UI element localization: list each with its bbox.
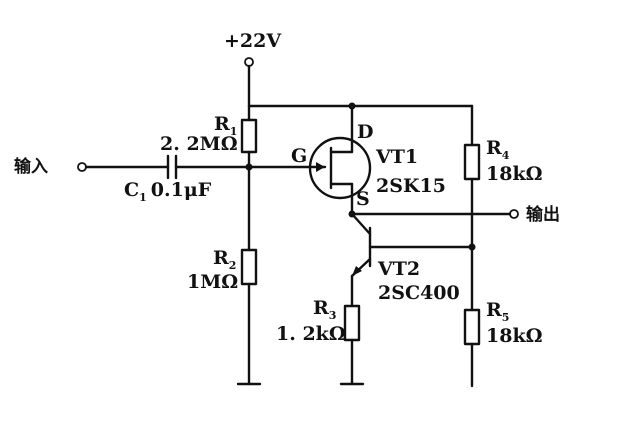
r2-value: 1MΩ xyxy=(187,271,238,293)
r5-resistor xyxy=(463,245,481,388)
r4-label: R4 xyxy=(486,137,510,162)
supply-terminal xyxy=(244,57,254,108)
r3-resistor xyxy=(339,304,365,386)
r1-value: 2. 2MΩ xyxy=(160,133,238,155)
r2-resistor xyxy=(236,165,262,386)
vt2-transistor xyxy=(350,212,474,308)
vt2-part: 2SC400 xyxy=(378,282,460,304)
r3-value: 1. 2kΩ xyxy=(276,323,346,345)
vt1-name: VT1 xyxy=(375,146,418,168)
vt1-jfet xyxy=(247,104,372,216)
r5-label: R5 xyxy=(486,299,509,324)
r5-value: 18kΩ xyxy=(486,325,543,347)
r2-label: R2 xyxy=(213,247,236,272)
vt1-drain-label: D xyxy=(357,121,373,143)
output-label: 输出 xyxy=(526,204,560,225)
r3-label: R3 xyxy=(313,297,336,322)
drain-node xyxy=(348,102,356,110)
c1-capacitor xyxy=(166,154,251,180)
r1-resistor xyxy=(240,104,258,172)
r1-label: R1 xyxy=(214,113,237,138)
vt1-source-label: S xyxy=(356,188,370,210)
r4-value: 18kΩ xyxy=(486,163,543,185)
input-terminal xyxy=(77,162,170,172)
r4-resistor xyxy=(463,104,481,249)
supply-label: +22V xyxy=(224,30,282,52)
vt2-name: VT2 xyxy=(377,258,420,280)
output-terminal xyxy=(509,209,519,219)
vt1-part: 2SK15 xyxy=(376,175,446,197)
vt1-gate-label: G xyxy=(291,145,307,167)
input-label: 输入 xyxy=(14,156,48,177)
